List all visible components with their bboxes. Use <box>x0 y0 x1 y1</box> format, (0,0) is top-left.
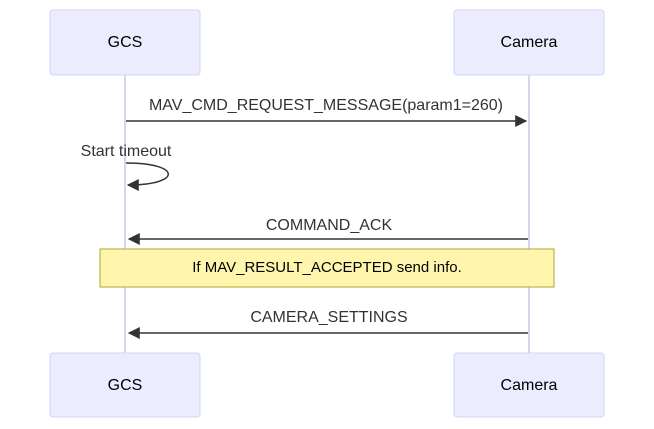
camera-actor-top-label: Camera <box>501 34 558 51</box>
message-command-ack-label: COMMAND_ACK <box>266 217 393 234</box>
gcs-actor-top-label: GCS <box>108 34 143 51</box>
message-request: MAV_CMD_REQUEST_MESSAGE(param1=260) <box>126 97 528 127</box>
message-command-ack: COMMAND_ACK <box>127 217 528 245</box>
note: If MAV_RESULT_ACCEPTED send info. <box>99 248 555 288</box>
note-label: If MAV_RESULT_ACCEPTED send info. <box>192 259 462 276</box>
message-camera-settings-label: CAMERA_SETTINGS <box>250 309 407 326</box>
message-camera-settings: CAMERA_SETTINGS <box>127 309 528 339</box>
gcs-actor-bottom-label: GCS <box>108 377 143 394</box>
note-box <box>99 248 555 288</box>
message-start-timeout-label: Start timeout <box>81 143 172 160</box>
message-start-timeout: Start timeout <box>81 143 172 191</box>
message-request-label: MAV_CMD_REQUEST_MESSAGE(param1=260) <box>149 97 503 114</box>
message-start-timeout-arrow <box>125 162 169 191</box>
gcs-actor-top: GCS <box>49 9 201 76</box>
camera-actor-top: Camera <box>453 9 605 76</box>
camera-actor-bottom-label: Camera <box>501 377 558 394</box>
gcs-actor-bottom: GCS <box>49 352 201 418</box>
camera-actor-bottom: Camera <box>453 352 605 418</box>
